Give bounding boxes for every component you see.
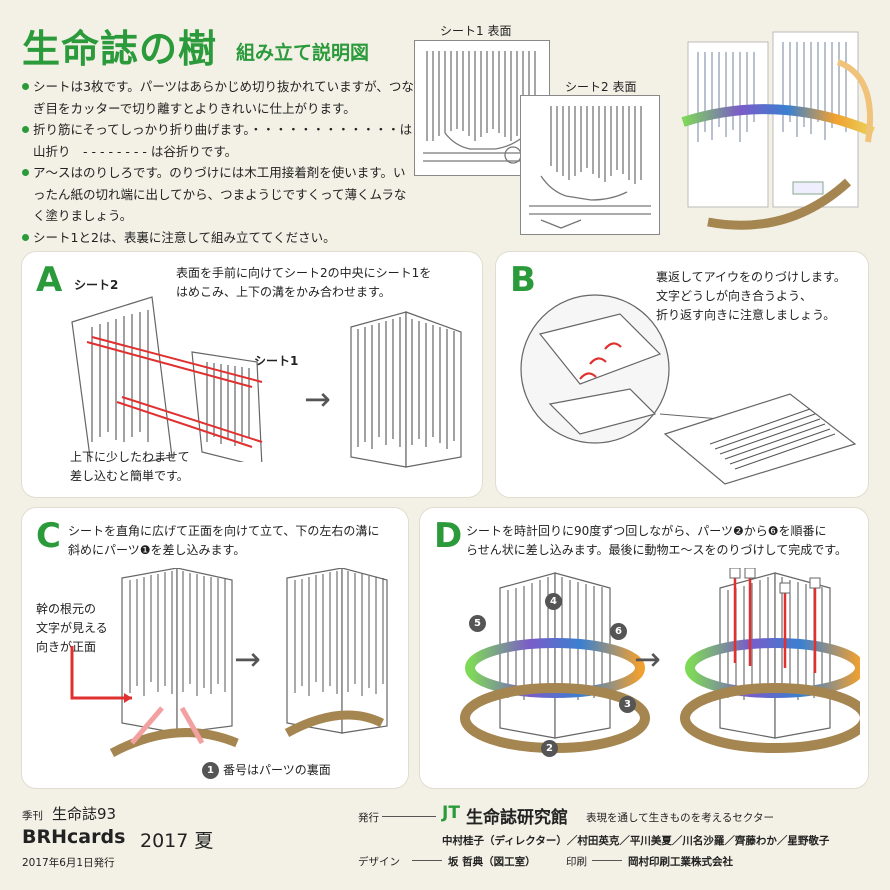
finished-model-photo xyxy=(678,22,878,237)
publisher-tagline: 表現を通して生きものを考えるセクター xyxy=(586,812,774,824)
step-c-arrow: → xyxy=(234,640,261,678)
step-c-text-2: 斜めにパーツ❶を差し込みます。 xyxy=(68,543,246,557)
instruction-item: ア～スはのりしろです。のりづけには木工用接着剤を使います。いったん紙の切れ端に出… xyxy=(22,162,417,227)
step-a-result xyxy=(350,311,462,468)
sheet2-label: シート2 表面 xyxy=(565,80,637,94)
step-a-diagram xyxy=(71,296,263,462)
step-c-text-1: シートを直角に広げて正面を向けて立て、下の左右の溝に xyxy=(68,524,380,538)
publish-date: 2017年6月1日発行 xyxy=(22,857,115,869)
staff-credits: 中村桂子（ディレクター）／村田英克／平川美夏／川名沙羅／齊藤わか／星野敬子 xyxy=(442,835,830,847)
instruction-list: シートは3枚です。パーツはあらかじめ切り抜かれていますが、つなぎ目をカッターで切… xyxy=(22,76,417,248)
part-badge-5: 5 xyxy=(469,615,486,632)
part-badge-6: 6 xyxy=(610,623,627,640)
publisher-label: 発行 xyxy=(358,812,379,824)
step-d-letter: D xyxy=(434,516,463,556)
step-d-panel: D シートを時計回りに90度ずつ回しながら、パーツ❷から❻を順番に らせん状に差… xyxy=(420,508,868,788)
print-rule xyxy=(592,860,622,861)
step-c-letter: C xyxy=(36,516,61,556)
part-badge-4: 4 xyxy=(545,593,562,610)
instruction-item: シートは3枚です。パーツはあらかじめ切り抜かれていますが、つなぎ目をカッターで切… xyxy=(22,76,417,119)
design-label: デザイン xyxy=(358,856,400,868)
series-name: 生命誌93 xyxy=(52,805,117,823)
step-c-side-2: 文字が見える xyxy=(36,621,108,635)
step-d-text-1: シートを時計回りに90度ずつ回しながら、パーツ❷から❻を順番に xyxy=(466,524,827,538)
step-d-diagram xyxy=(460,568,860,753)
step-a-text-1: 表面を手前に向けてシート2の中央にシート1を xyxy=(176,266,432,280)
instruction-item: シート1と2は、表裏に注意して組み立ててください。 xyxy=(22,227,417,249)
publisher-name: 生命誌研究館 xyxy=(466,808,568,828)
part-number-badge: 1 xyxy=(202,762,219,779)
step-a-sheet2-label: シート2 xyxy=(74,278,119,292)
sheet1-label: シート1 表面 xyxy=(440,24,512,38)
step-b-text-1: 裏返してアイウをのりづけします。 xyxy=(656,270,846,284)
instruction-item: 折り筋にそってしっかり折り曲げます。・・・・・・・・・・・・は山折り - - -… xyxy=(22,119,417,162)
series-label: 季刊 xyxy=(22,810,43,822)
step-c-side-1: 幹の根元の xyxy=(36,602,97,616)
publisher-rule xyxy=(382,816,436,817)
step-b-panel: B 裏返してアイウをのりづけします。 文字どうしが向き合うよう、 折り返す向きに… xyxy=(496,252,868,497)
design-credit: 坂 哲典（図工室） xyxy=(448,856,536,868)
season: 2017 夏 xyxy=(140,830,214,852)
step-a-arrow: → xyxy=(304,380,331,418)
step-a-text-2: はめこみ、上下の溝をかみ合わせます。 xyxy=(176,285,391,299)
sheet2-drawing xyxy=(529,106,651,229)
print-label: 印刷 xyxy=(566,856,587,868)
design-rule xyxy=(412,860,442,861)
finished-model-drawing xyxy=(681,31,875,230)
sheet2-preview xyxy=(520,95,660,235)
print-credit: 岡村印刷工業株式会社 xyxy=(628,856,733,868)
step-c-diagram xyxy=(70,568,388,757)
step-a-note-2: 差し込むと簡単です。 xyxy=(70,469,189,483)
step-b-letter: B xyxy=(510,260,536,300)
step-a-panel: A 表面を手前に向けてシート2の中央にシート1を はめこみ、上下の溝をかみ合わせ… xyxy=(22,252,482,497)
step-d-text-2: らせん状に差し込みます。最後に動物エ～スをのりづけして完成です。 xyxy=(466,543,848,557)
step-b-text-3: 折り返す向きに注意しましょう。 xyxy=(656,308,836,322)
step-d-arrow: → xyxy=(634,640,661,678)
step-a-note-1: 上下に少したわませて xyxy=(70,450,190,464)
step-c-part-note: 番号はパーツの裏面 xyxy=(223,763,331,777)
page-subtitle: 組み立て説明図 xyxy=(236,42,370,64)
step-b-diagram xyxy=(520,294,857,485)
step-c-panel: C シートを直角に広げて正面を向けて立て、下の左右の溝に 斜めにパーツ❶を差し込… xyxy=(22,508,408,788)
step-b-text-2: 文字どうしが向き合うよう、 xyxy=(656,289,813,303)
part-badge-2: 2 xyxy=(541,740,558,757)
step-a-sheet1-label: シート1 xyxy=(254,354,299,368)
brand-name: BRHcards xyxy=(22,826,126,848)
page-title: 生命誌の樹 xyxy=(22,27,218,71)
step-c-side-3: 向きが正面 xyxy=(36,640,97,654)
step-a-letter: A xyxy=(36,260,63,300)
part-badge-3: 3 xyxy=(619,696,636,713)
publisher-logo: JT xyxy=(442,803,460,823)
